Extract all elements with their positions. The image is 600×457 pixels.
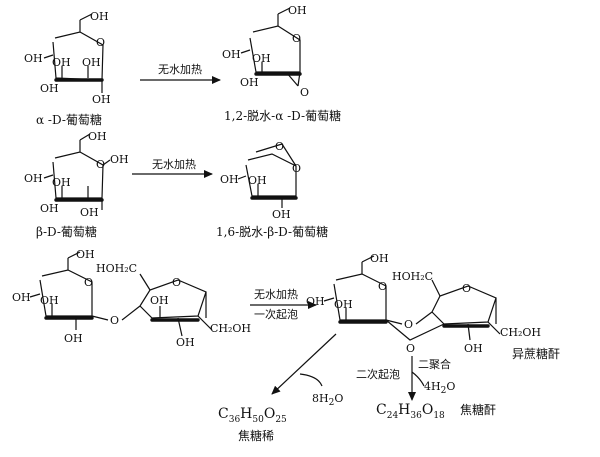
oh-label: OH xyxy=(220,173,239,186)
ring-o-label: O xyxy=(292,162,301,175)
sucrose-structure: OH O OH OH OH O HOH₂C O OH OH CH₂OH xyxy=(12,248,251,349)
isosucrosan-name: 异蔗糖酐 xyxy=(512,346,560,361)
oh-label: OH xyxy=(248,174,267,187)
oh-label: OH xyxy=(88,130,107,143)
oh-label: OH xyxy=(40,294,59,307)
alpha-d-glucose-structure: OH O OH OH OH OH OH xyxy=(24,10,111,106)
ring-o-label: O xyxy=(292,32,301,45)
beta-d-glucose-structure: OH O OH OH OH OH OH xyxy=(24,130,129,219)
condition-label-2: 无水加热 xyxy=(152,158,196,171)
oh-label: OH xyxy=(222,48,241,61)
caramelan-name: 焦糖稀 xyxy=(238,428,274,443)
oh-label: OH xyxy=(24,52,43,65)
caramelan-formula: C36H50O25 xyxy=(218,406,287,425)
oh-label: OH xyxy=(40,82,59,95)
beta-d-glucose-name: β-D-葡萄糖 xyxy=(36,224,97,239)
bridge-o-label: O xyxy=(275,140,284,153)
anhydro-1-6-beta-glucose-name: 1,6-脱水-β-D-葡萄糖 xyxy=(216,224,328,239)
ring-o-label: O xyxy=(378,280,387,293)
caramelen-formula: C24H36O18 xyxy=(376,402,445,421)
oh-label: OH xyxy=(288,4,307,17)
oh-label: OH xyxy=(306,295,325,308)
oh-label: OH xyxy=(64,332,83,345)
second-foaming-label: 二次起泡 xyxy=(356,367,400,381)
oh-label: OH xyxy=(92,93,111,106)
oh-label: OH xyxy=(40,202,59,215)
oh-label: OH xyxy=(176,336,195,349)
ring-o-label: O xyxy=(172,276,181,289)
oh-label: OH xyxy=(24,172,43,185)
oh-label: OH xyxy=(240,76,259,89)
glycosidic-o-label: O xyxy=(404,318,413,331)
ch2oh-label: CH₂OH xyxy=(500,326,541,339)
branch-arrow-caramelan xyxy=(271,333,337,395)
hoh2c-label: HOH₂C xyxy=(392,270,433,283)
condition-label-3-top: 无水加热 xyxy=(254,288,298,301)
condition-label-1: 无水加热 xyxy=(158,63,202,76)
dimerization-label: 二聚合 xyxy=(418,357,451,371)
anhydro-1-2-alpha-glucose-structure: OH O OH OH OH O xyxy=(222,4,309,99)
epoxide-o-label: O xyxy=(300,86,309,99)
oh-label: OH xyxy=(80,206,99,219)
water-right-label: 4H2O xyxy=(424,380,455,396)
oh-label: OH xyxy=(76,248,95,261)
water-left-label: 8H2O xyxy=(312,392,343,408)
oh-label: OH xyxy=(52,56,71,69)
oh-label: OH xyxy=(12,291,31,304)
ring-o-label: O xyxy=(96,158,105,171)
oh-label: OH xyxy=(110,153,129,166)
alpha-d-glucose-name: α -D-葡萄糖 xyxy=(36,112,102,127)
oh-label: OH xyxy=(90,10,109,23)
oh-label: OH xyxy=(252,52,271,65)
oh-label: OH xyxy=(464,342,483,355)
condition-label-3-bottom: 一次起泡 xyxy=(254,307,298,321)
oh-label: OH xyxy=(272,208,291,221)
hoh2c-label: HOH₂C xyxy=(96,262,137,275)
ring-o-label: O xyxy=(84,276,93,289)
glycosidic-o-label: O xyxy=(110,314,119,327)
caramelen-name: 焦糖酐 xyxy=(460,402,496,417)
oh-label: OH xyxy=(150,294,169,307)
ring-o-label: O xyxy=(462,282,471,295)
isosucrosan-structure: OH O OH OH O O HOH₂C O OH CH₂OH xyxy=(306,252,541,355)
anhydro-1-2-alpha-glucose-name: 1,2-脱水-α -D-葡萄糖 xyxy=(224,108,341,123)
ch2oh-label: CH₂OH xyxy=(210,322,251,335)
anhydro-1-6-beta-glucose-structure: O O OH OH OH xyxy=(220,140,301,221)
bridge-o-label: O xyxy=(406,342,415,355)
oh-label: OH xyxy=(334,298,353,311)
water-loss-curve-right xyxy=(411,371,425,387)
oh-label: OH xyxy=(82,56,101,69)
oh-label: OH xyxy=(52,176,71,189)
water-loss-curve-left xyxy=(299,373,323,387)
ring-o-label: O xyxy=(96,36,105,49)
oh-label: OH xyxy=(370,252,389,265)
